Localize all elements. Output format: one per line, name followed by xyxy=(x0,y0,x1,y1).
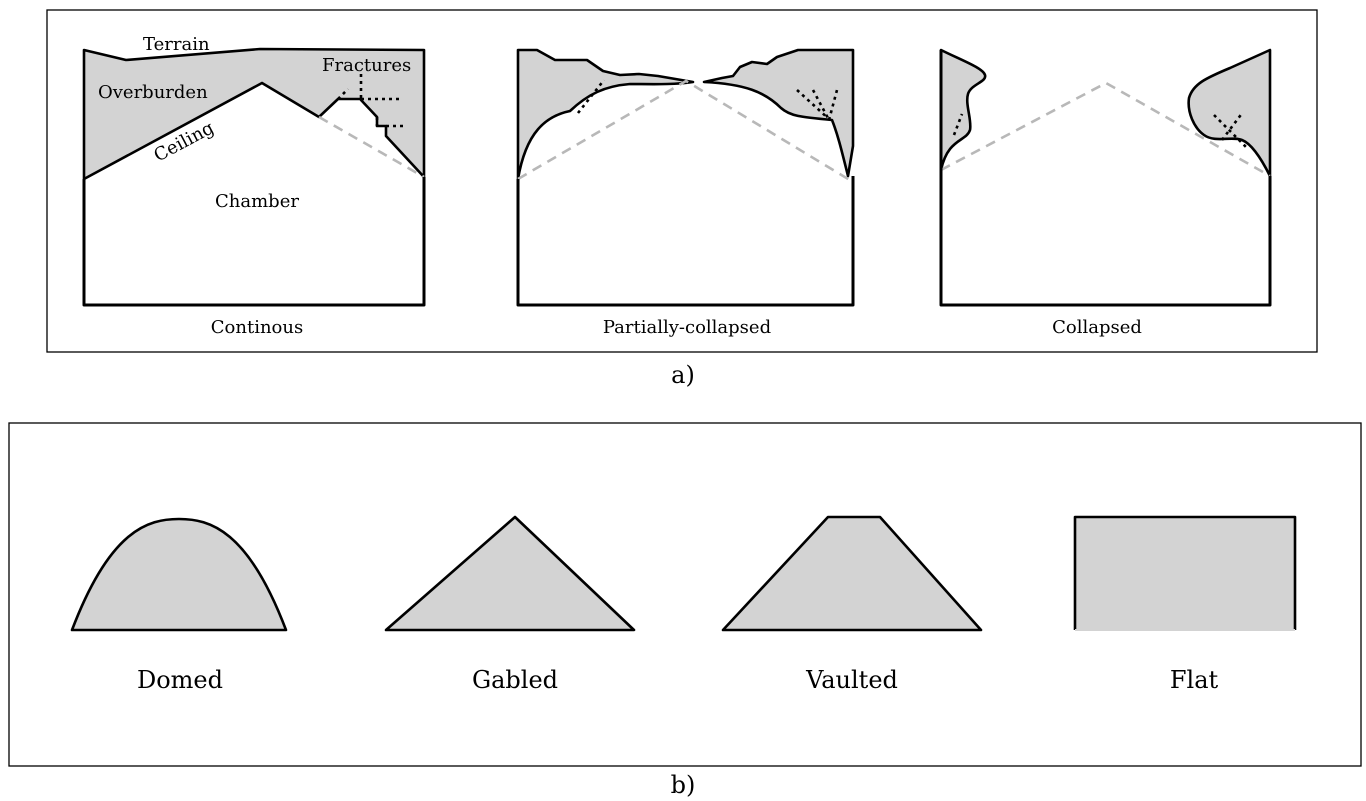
label-chamber: Chamber xyxy=(215,191,299,212)
state-label-continous: Continous xyxy=(211,317,303,338)
caption-b: b) xyxy=(671,771,696,799)
state-label-collapsed: Collapsed xyxy=(1052,317,1142,338)
caption-a: a) xyxy=(671,361,695,389)
shape-label-vaulted: Vaulted xyxy=(805,666,898,694)
overburden-left-remnant xyxy=(939,48,987,172)
former-ceiling-line xyxy=(318,115,425,179)
former-ceiling-line xyxy=(517,79,854,184)
label-fractures: Fractures xyxy=(322,55,411,76)
panel-b: Domed Gabled Vaulted Flat b) xyxy=(8,422,1362,799)
label-terrain: Terrain xyxy=(143,34,210,55)
fracture-lines xyxy=(576,79,839,121)
shape-gabled xyxy=(384,515,636,632)
overburden-right-remnant xyxy=(702,48,855,178)
fracture-lines xyxy=(952,111,1247,148)
overburden-right-remnant xyxy=(1187,48,1272,178)
label-overburden: Overburden xyxy=(98,82,208,103)
state-label-partially-collapsed: Partially-collapsed xyxy=(603,317,771,338)
diagram-partially-collapsed: Partially-collapsed xyxy=(516,48,855,338)
chamber-outline xyxy=(516,176,855,307)
panel-a: Terrain Overburden Fractures Ceiling Cha… xyxy=(46,9,1318,389)
diagram-continous: Terrain Overburden Fractures Ceiling Cha… xyxy=(82,34,426,338)
diagram-collapsed: Collapsed xyxy=(939,48,1272,338)
overburden-left-remnant xyxy=(516,48,695,181)
shape-label-flat: Flat xyxy=(1170,666,1219,694)
panel-b-frame xyxy=(8,422,1362,767)
chamber-outline xyxy=(82,177,426,307)
panel-a-frame xyxy=(46,9,1318,353)
former-ceiling-line xyxy=(940,81,1271,178)
chamber-outline xyxy=(939,50,1272,307)
overburden-region xyxy=(82,47,426,181)
shape-vaulted xyxy=(721,515,983,632)
shape-domed xyxy=(70,517,288,632)
shape-flat xyxy=(1073,515,1297,630)
shape-label-domed: Domed xyxy=(137,666,223,694)
shape-label-gabled: Gabled xyxy=(472,666,558,694)
